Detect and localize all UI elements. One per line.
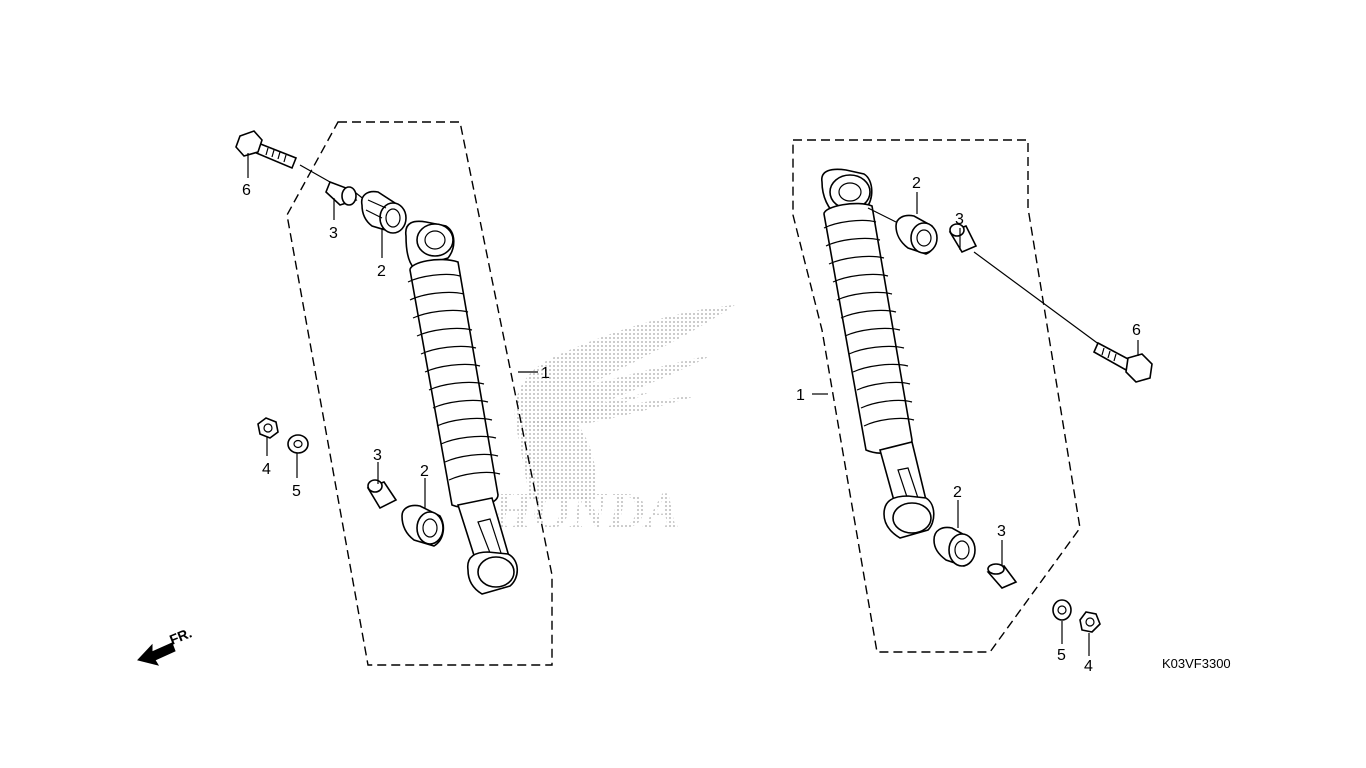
- honda-wing-watermark: HONDA: [491, 305, 735, 540]
- right-collar-upper: [948, 223, 978, 254]
- left-callout-bushing-lower: 2: [420, 463, 429, 480]
- right-callout-bushing-lower: 2: [953, 484, 962, 501]
- right-callout-bushing-upper: 2: [912, 175, 921, 192]
- left-washer: [287, 434, 309, 454]
- right-assembly-boundary: [792, 139, 1081, 653]
- right-shock-absorber: [821, 168, 935, 539]
- right-callout-washer: 5: [1057, 647, 1066, 664]
- right-shock-spring: [823, 202, 915, 455]
- right-bushing-lower: [933, 526, 976, 567]
- right-callout-bolt: 6: [1132, 322, 1141, 339]
- left-assembly-boundary: [286, 121, 553, 666]
- right-nut: [1079, 611, 1101, 633]
- right-collar-lower: [986, 563, 1018, 589]
- right-callout-collar-upper: 3: [955, 211, 964, 228]
- left-bushing-lower: [401, 504, 445, 547]
- left-bushing-upper: [360, 190, 407, 234]
- left-callout-collar-lower: 3: [373, 447, 382, 464]
- left-callout-shock: 1: [541, 365, 550, 382]
- left-nut: [257, 417, 279, 439]
- right-washer: [1052, 599, 1072, 621]
- front-direction-indicator: FR.: [137, 624, 194, 666]
- honda-wordmark: HONDA: [491, 483, 680, 540]
- left-collar-upper: [325, 180, 358, 206]
- left-callout-nut: 4: [262, 461, 271, 478]
- left-callout-bushing-upper: 2: [377, 263, 386, 280]
- right-callout-nut: 4: [1084, 658, 1093, 675]
- left-callout-washer: 5: [292, 483, 301, 500]
- left-collar-lower: [366, 479, 398, 510]
- diagram-code: K03VF3300: [1162, 656, 1231, 671]
- right-callout-collar-lower: 3: [997, 523, 1006, 540]
- right-bolt: [867, 207, 1153, 383]
- front-direction-label: FR.: [167, 624, 194, 647]
- front-arrow-icon: [137, 642, 176, 666]
- right-bushing-upper: [895, 214, 938, 255]
- left-shock-assembly: 6 3 2 1 3 2 4 5: [235, 121, 553, 666]
- right-callout-shock: 1: [796, 387, 805, 404]
- left-callout-collar-upper: 3: [329, 225, 338, 242]
- left-shock-absorber: [404, 220, 519, 595]
- left-callout-bolt: 6: [242, 182, 251, 199]
- right-shock-assembly: 2 3 6 1 2 3 5 4: [792, 139, 1153, 675]
